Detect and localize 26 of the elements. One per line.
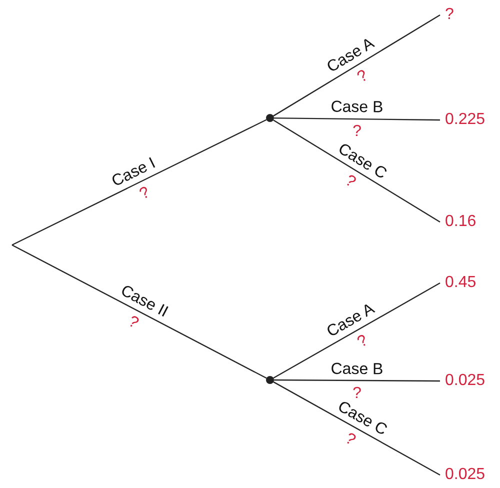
outcome-value: 0.225 [440, 111, 486, 129]
outcome-value: 0.16 [440, 213, 476, 231]
branch-line [273, 14, 440, 116]
outcome-value: 0.45 [440, 274, 476, 292]
probability-label: ? [125, 313, 142, 334]
outcome-value: 0.025 [440, 372, 486, 390]
outcome-value: ? [440, 6, 454, 24]
edge-label: Case B [330, 98, 384, 118]
probability-label: ? [354, 66, 372, 87]
probability-label: ? [352, 122, 362, 142]
branch-line [274, 379, 440, 382]
branch-line [273, 282, 440, 379]
branch-point [266, 114, 274, 122]
branch-line [12, 119, 267, 246]
branch-line [273, 120, 440, 223]
probability-label: ? [341, 172, 358, 192]
outcome-value: 0.025 [440, 466, 486, 484]
branch-line [274, 117, 440, 121]
branch-point [266, 376, 274, 384]
probability-label: ? [354, 332, 372, 352]
probability-label: ? [136, 184, 153, 204]
probability-label: ? [342, 430, 359, 450]
edge-label: Case B [330, 360, 384, 379]
branch-line [12, 244, 267, 379]
probability-label: ? [352, 384, 362, 402]
branch-line [273, 381, 440, 476]
